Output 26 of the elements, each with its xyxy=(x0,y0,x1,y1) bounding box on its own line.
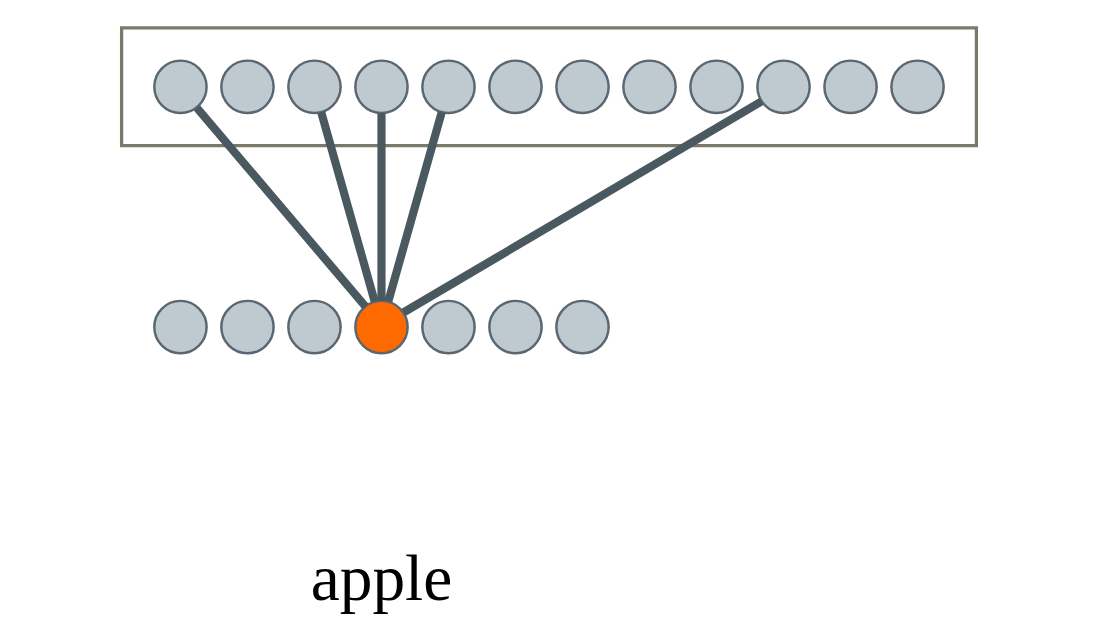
cluster xyxy=(119,26,978,148)
node-circle xyxy=(554,59,610,115)
node-circle xyxy=(286,59,342,115)
node-circle xyxy=(286,299,342,355)
node-circle xyxy=(353,59,409,115)
label: apple xyxy=(310,541,452,614)
connector xyxy=(383,111,446,303)
node-circle xyxy=(755,59,811,115)
connector xyxy=(401,97,763,316)
node-circle xyxy=(554,299,610,355)
node-circle xyxy=(889,59,945,115)
node-circle xyxy=(219,299,275,355)
connector xyxy=(193,105,368,310)
node-circle xyxy=(152,299,208,355)
node-circle xyxy=(152,59,208,115)
connector xyxy=(316,111,379,303)
node-circle xyxy=(822,59,878,115)
node-circle xyxy=(420,59,476,115)
node-circle xyxy=(353,299,409,355)
node-circle xyxy=(688,59,744,115)
node-circle xyxy=(219,59,275,115)
node-circle xyxy=(621,59,677,115)
connector xyxy=(376,113,386,301)
node-circle xyxy=(487,299,543,355)
node-circle xyxy=(420,299,476,355)
node-circle xyxy=(487,59,543,115)
